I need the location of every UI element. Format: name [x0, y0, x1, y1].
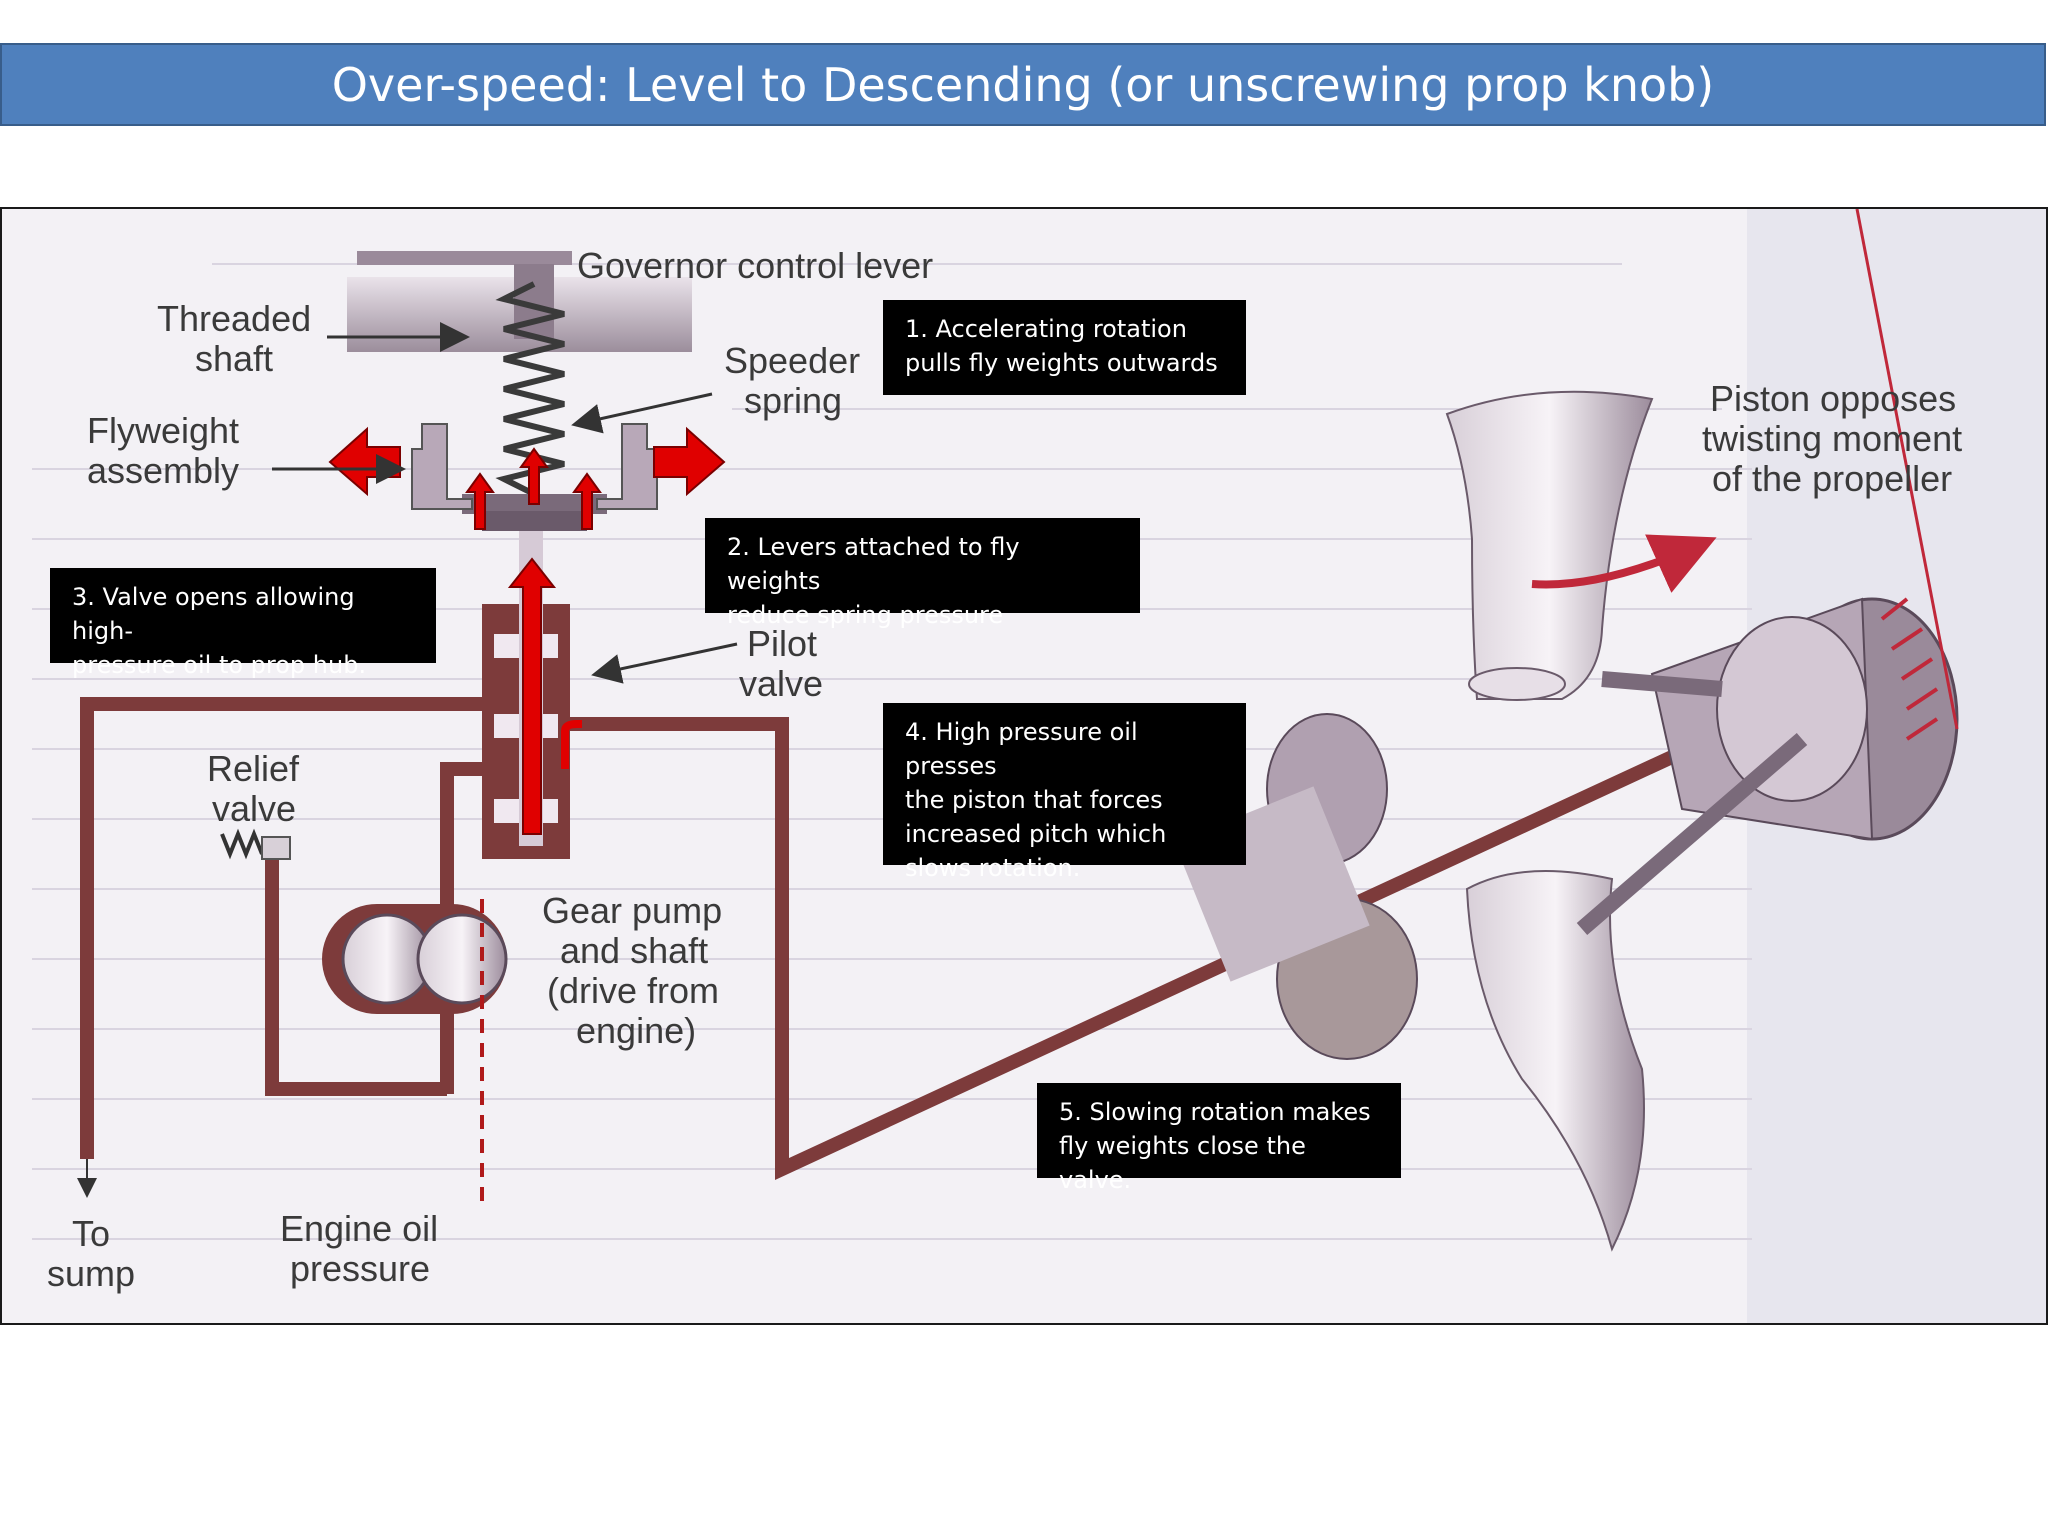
speeder-spring — [495, 281, 565, 497]
flyweight-out-arrow-right — [653, 426, 726, 497]
spring-arrow-2 — [519, 447, 549, 505]
callout-4-line-2: the piston that forces — [905, 786, 1163, 814]
relief-valve — [220, 828, 291, 860]
governor-control-lever — [357, 251, 572, 265]
label-relief-valve-1: Relief — [207, 748, 300, 789]
label-to-sump-2: sump — [47, 1253, 136, 1294]
label-flyweight-1: Flyweight — [87, 410, 240, 451]
callout-3: 3. Valve opens allowing high- pressure o… — [50, 568, 436, 679]
label-piston-3: of the propeller — [1712, 458, 1953, 499]
callout-4-line-3: increased pitch which — [905, 820, 1167, 848]
callout-4: 4. High pressure oil presses the piston … — [883, 703, 1246, 882]
callout-4-line-4: slows rotation. — [905, 854, 1081, 882]
title-bar: Over-speed: Level to Descending (or unsc… — [0, 43, 2046, 126]
spring-arrow-3 — [572, 472, 602, 530]
callout-3-line-2: pressure oil to prop hub. — [72, 651, 367, 679]
label-gear-pump-1: Gear pump — [542, 890, 723, 931]
callout-1-line-1: 1. Accelerating rotation — [905, 315, 1187, 343]
port-oil-arrow — [561, 720, 582, 769]
red-action-arrows — [328, 426, 726, 835]
pressure-arrows — [1880, 597, 1939, 741]
lower-blade — [1465, 870, 1645, 1252]
label-threaded-shaft-2: shaft — [195, 338, 274, 379]
label-threaded-shaft-1: Threaded — [157, 298, 312, 339]
spring-arrow-1 — [465, 472, 495, 530]
callout-2-line-1: 2. Levers attached to fly weights — [727, 533, 1020, 595]
sump-line — [80, 697, 492, 1159]
callout-4-line-1: 4. High pressure oil presses — [905, 718, 1138, 780]
label-speeder-spring-1: Speeder — [724, 340, 861, 381]
label-piston-2: twisting moment — [1702, 418, 1963, 459]
stroke-arrow — [1855, 209, 1959, 730]
callout-1-line-2: pulls fly weights outwards — [905, 349, 1218, 377]
valve-oil-arrow — [507, 557, 557, 835]
twist-arrow — [1531, 534, 1717, 593]
flyweight-assembly — [411, 423, 658, 531]
label-flyweight-2: assembly — [87, 450, 240, 491]
label-pilot-valve-1: Pilot — [747, 623, 818, 664]
label-gear-pump-4: engine) — [576, 1010, 697, 1051]
callout-5-line-1: 5. Slowing rotation makes — [1059, 1098, 1371, 1126]
callout-5-line-2: fly weights close the valve. — [1059, 1132, 1306, 1194]
label-governor-control-lever: Governor control lever — [577, 245, 934, 286]
label-engine-oil-2: pressure — [290, 1248, 431, 1289]
callout-5: 5. Slowing rotation makes fly weights cl… — [1037, 1083, 1401, 1194]
label-piston-1: Piston opposes — [1710, 378, 1957, 419]
callout-1: 1. Accelerating rotation pulls fly weigh… — [883, 300, 1246, 395]
gear-pump — [322, 899, 508, 1204]
label-pilot-valve-2: valve — [739, 663, 824, 704]
callout-2-line-2: reduce spring pressure — [727, 601, 1004, 629]
label-gear-pump-3: (drive from — [547, 970, 720, 1011]
label-gear-pump-2: and shaft — [560, 930, 709, 971]
label-to-sump-1: To — [72, 1213, 111, 1254]
label-pointers — [272, 322, 738, 684]
relief-return-line — [265, 849, 447, 1096]
label-speeder-spring-2: spring — [744, 380, 843, 421]
upper-blade — [1445, 390, 1654, 700]
label-relief-valve-2: valve — [212, 788, 297, 829]
label-engine-oil-1: Engine oil — [280, 1208, 439, 1249]
callout-2: 2. Levers attached to fly weights reduce… — [705, 518, 1140, 629]
callout-3-line-1: 3. Valve opens allowing high- — [72, 583, 355, 645]
piston — [1716, 616, 1868, 802]
slide-title: Over-speed: Level to Descending (or unsc… — [331, 57, 1715, 112]
